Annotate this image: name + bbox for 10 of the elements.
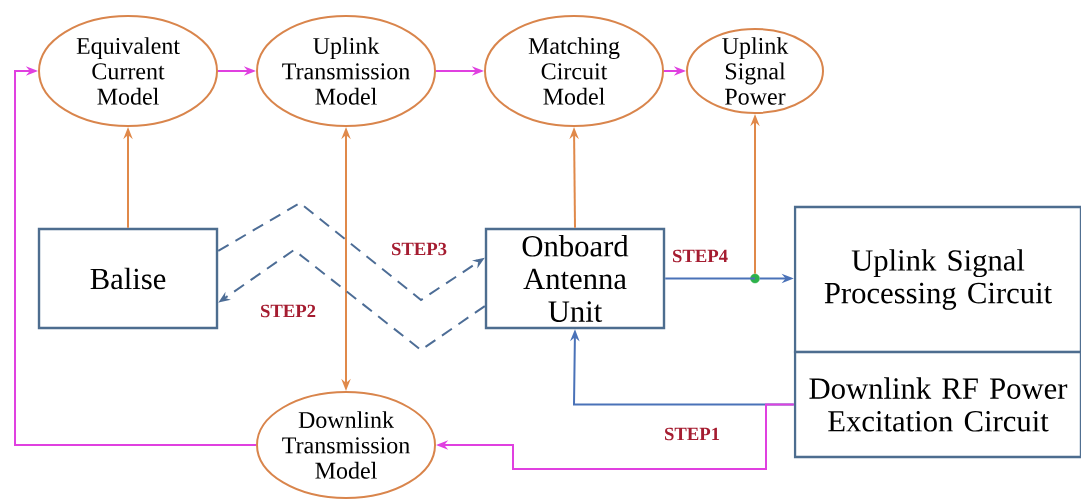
process-box: Onboard Antenna Unit — [484, 227, 666, 330]
step-label: STEP1 — [662, 426, 722, 442]
process-box: Uplink Signal Processing Circuit — [793, 205, 1081, 354]
process-box: Downlink RF Power Excitation Circuit — [793, 350, 1081, 459]
process-box: Balise — [37, 227, 219, 330]
step-label: STEP3 — [389, 241, 449, 257]
arrow — [14, 66, 257, 446]
step-label: STEP4 — [670, 248, 730, 264]
connector-line — [664, 277, 756, 280]
step-label: STEP2 — [258, 303, 318, 319]
